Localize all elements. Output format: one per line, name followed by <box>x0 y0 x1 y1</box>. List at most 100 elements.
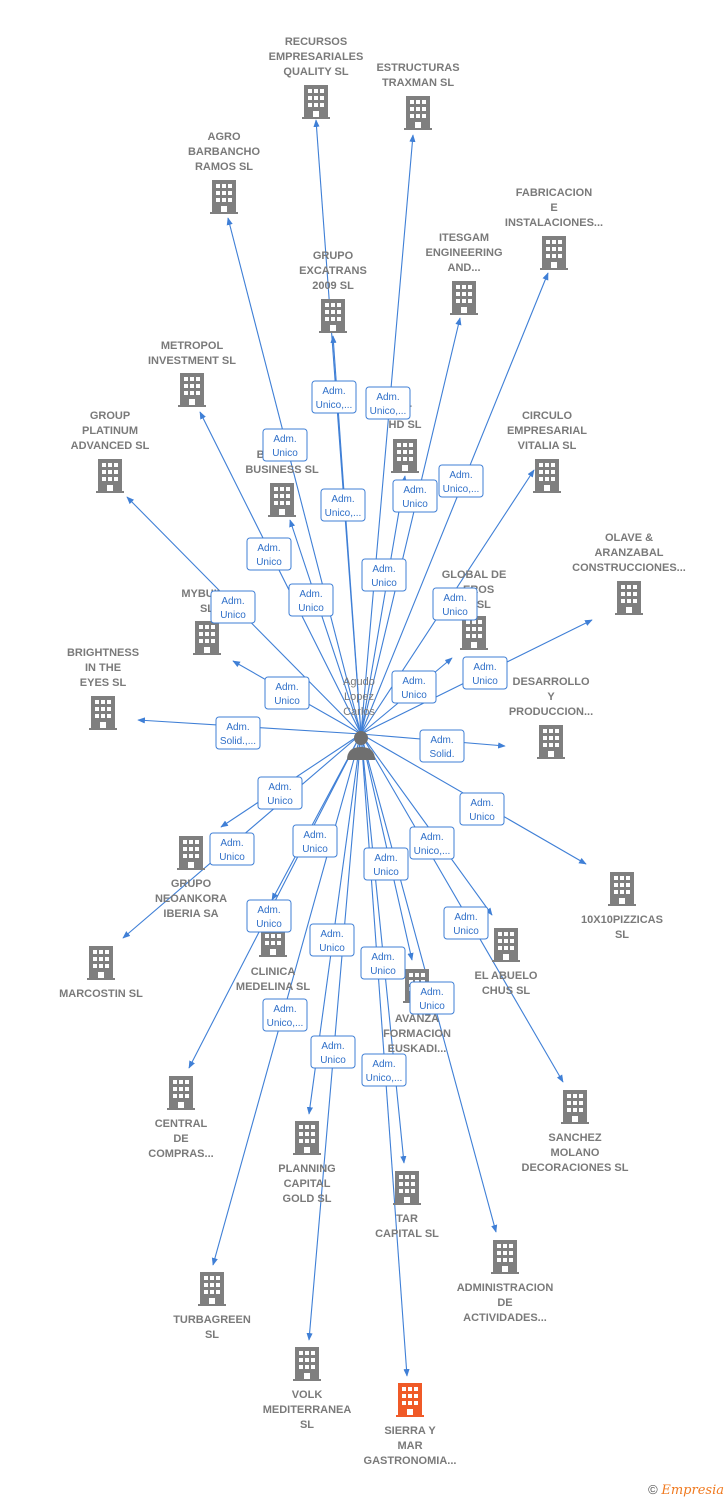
role-text: Unico <box>469 812 495 823</box>
role-text: Adm. <box>275 682 298 693</box>
company-node-sierra[interactable]: SIERRA YMARGASTRONOMIA... <box>364 1383 457 1467</box>
role-label-grupo-neoankora[interactable]: Adm.Unico <box>257 776 303 810</box>
center-person[interactable]: Agudo Lopez Carlos <box>343 676 375 760</box>
company-node-central[interactable]: CENTRALDECOMPRAS... <box>148 1076 214 1160</box>
company-name-line: MEDITERRANEA <box>263 1404 352 1416</box>
company-name-line: SANCHEZ <box>548 1132 601 1144</box>
role-label-10x10[interactable]: Adm.Unico <box>459 792 505 826</box>
role-text: Unico <box>370 966 396 977</box>
role-text: Adm. <box>430 735 453 746</box>
company-name-line: RECURSOS <box>285 36 347 48</box>
role-label-turbagreen[interactable]: Adm.Unico,... <box>262 998 308 1032</box>
role-label-clinica[interactable]: Adm. Unico <box>292 824 338 858</box>
company-name-line: CHUS SL <box>482 985 531 997</box>
company-name-line: DE <box>173 1133 188 1145</box>
role-text: Unico,... <box>366 1073 403 1084</box>
company-name-line: EMPRESARIAL <box>507 425 587 437</box>
role-label-group-platinum[interactable]: Adm.Unico <box>210 590 256 624</box>
role-text: Unico <box>302 844 328 855</box>
role-label-brightness[interactable]: Adm.Solid.,... <box>215 716 261 750</box>
role-text: Adm. <box>403 485 426 496</box>
role-label-volk[interactable]: Adm.Unico <box>310 1035 356 1069</box>
role-label-sierra[interactable]: Adm.Unico,... <box>361 1053 407 1087</box>
role-text: Unico <box>256 557 282 568</box>
role-label-itesgam[interactable]: Adm. Unico <box>392 479 438 513</box>
role-text: Adm. <box>376 392 399 403</box>
company-name-line: CENTRAL <box>155 1118 208 1130</box>
footer: © Empresia <box>648 1482 724 1498</box>
company-node-fabricacion[interactable]: FABRICACIONEINSTALACIONES... <box>505 187 603 270</box>
company-node-administracion[interactable]: ADMINISTRACIONDEACTIVIDADES... <box>457 1240 554 1324</box>
role-label-mybuil[interactable]: Adm.Unico <box>264 676 310 710</box>
company-node-olave[interactable]: OLAVE &ARANZABALCONSTRUCCIONES... <box>572 532 686 615</box>
role-label-marcostin[interactable]: Adm.Unico <box>209 832 255 866</box>
role-label-pa-business[interactable]: Adm.Unico <box>288 583 334 617</box>
company-name-line: EXCATRANS <box>299 265 367 277</box>
company-name-line: 10X10PIZZICAS <box>581 914 663 926</box>
role-label-planning[interactable]: Adm.Unico <box>309 923 355 957</box>
role-label-tt-hd[interactable]: Adm.Unico <box>361 558 407 592</box>
company-name-line: ARANZABAL <box>594 547 663 559</box>
role-label-fabricacion[interactable]: Adm.Unico,... <box>438 464 484 498</box>
company-node-itesgam[interactable]: ITESGAMENGINEERINGAND... <box>425 232 503 315</box>
role-label-estructuras[interactable]: Adm.Unico,... <box>365 386 411 420</box>
role-label-recursos[interactable]: Adm.Unico,... <box>311 380 357 414</box>
building-icon <box>210 180 238 214</box>
company-name-line: GRUPO <box>313 250 354 262</box>
role-text: Adm. <box>443 593 466 604</box>
role-text: Unico <box>402 499 428 510</box>
building-icon <box>540 236 568 270</box>
role-text: Adm. <box>420 987 443 998</box>
role-text: Adm. <box>420 832 443 843</box>
company-name-line: TAR <box>396 1213 418 1225</box>
edge-avanza <box>360 733 414 961</box>
role-label-administracion[interactable]: Adm.Unico <box>409 981 455 1015</box>
role-label-global[interactable]: Adm.Unico <box>391 670 437 704</box>
role-label-circulo[interactable]: Adm.Unico <box>432 587 478 621</box>
role-label-sanchez[interactable]: Adm.Unico <box>443 906 489 940</box>
role-text: Unico <box>256 919 282 930</box>
edge-tt-hd <box>360 475 407 735</box>
edge-estructuras <box>360 134 416 735</box>
role-label-grupo-excatrans[interactable]: Adm.Unico,... <box>320 488 366 522</box>
role-text: Adm. <box>257 905 280 916</box>
role-text: Adm. <box>371 952 394 963</box>
company-name-line: DE <box>497 1297 512 1309</box>
company-name-line: ESTRUCTURAS <box>376 62 459 74</box>
company-node-desarrollo[interactable]: DESARROLLOYPRODUCCION... <box>509 676 593 759</box>
building-icon <box>302 85 330 119</box>
company-node-avanza[interactable]: AVANZAFORMACIONEUSKADI... <box>383 969 451 1055</box>
role-text: Adm. <box>449 470 472 481</box>
role-label-metropol[interactable]: Adm.Unico <box>246 537 292 571</box>
role-text: Unico <box>267 796 293 807</box>
role-label-avanza[interactable]: Adm.Unico <box>363 847 409 881</box>
role-label-agro[interactable]: Adm.Unico <box>262 428 308 462</box>
role-label-olave[interactable]: Adm.Unico <box>462 656 508 690</box>
role-label-el-abuelo[interactable]: Adm.Unico,... <box>409 826 455 860</box>
role-text: Adm. <box>303 830 326 841</box>
role-label-tar[interactable]: Adm. Unico <box>360 946 406 980</box>
role-text: Unico <box>453 926 479 937</box>
role-label-desarrollo[interactable]: Adm.Solid. <box>419 729 465 763</box>
company-node-marcostin[interactable]: MARCOSTIN SL <box>59 946 143 1000</box>
role-text: Adm. <box>273 434 296 445</box>
role-label-central[interactable]: Adm. Unico <box>246 899 292 933</box>
company-name-line: VITALIA SL <box>518 440 577 452</box>
